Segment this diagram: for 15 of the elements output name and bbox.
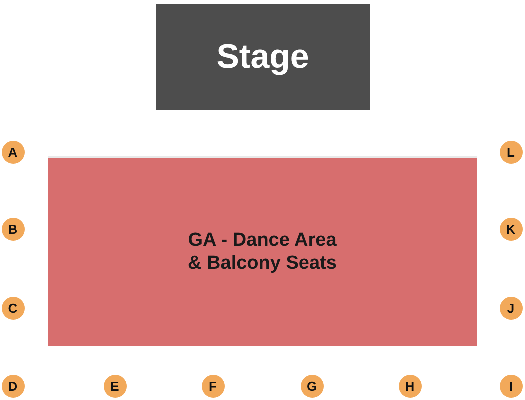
- entrance-marker: L: [500, 140, 522, 164]
- seating-section: [48, 156, 477, 346]
- entrance-marker: K: [500, 218, 522, 240]
- entrance-marker: D: [2, 374, 24, 398]
- entrance-marker: H: [398, 374, 422, 398]
- entrance-marker: F: [202, 374, 224, 398]
- entrance-marker: E: [104, 374, 126, 398]
- stage-block: Stage: [156, 4, 370, 110]
- entrance-marker: C: [2, 296, 24, 320]
- entrance-marker: J: [500, 296, 522, 320]
- entrance-marker: G: [300, 374, 324, 398]
- entrance-marker: A: [2, 140, 24, 164]
- entrance-marker: I: [500, 374, 522, 398]
- entrance-marker: B: [2, 218, 24, 240]
- section-label: GA - Dance Area & Balcony Seats: [187, 229, 338, 275]
